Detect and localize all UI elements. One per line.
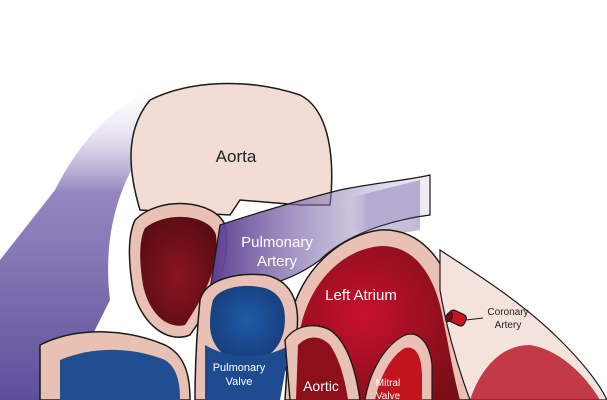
label-aortic-valve: Aortic xyxy=(303,378,339,394)
label-coronary-artery-1: Coronary xyxy=(487,307,528,318)
aortic-root-blood xyxy=(140,216,217,326)
label-pulmonary-artery-2: Artery xyxy=(257,253,298,270)
label-pulmonary-valve-1: Pulmonary xyxy=(213,362,266,374)
coronary-artery-marker xyxy=(445,309,467,327)
right-atrium-blood xyxy=(60,349,180,400)
label-mitral-valve-2: Valve xyxy=(376,391,401,400)
aortic-valve-blood xyxy=(296,337,348,400)
vena-cava-band xyxy=(0,80,190,400)
label-pulmonary-valve-2: Valve xyxy=(226,376,253,388)
label-mitral-valve-1: Mitral xyxy=(376,378,400,389)
pulmonary-vein-band xyxy=(340,180,420,240)
pulmonary-valve-area xyxy=(205,345,290,400)
pulmonary-trunk-blood xyxy=(210,285,285,362)
mitral-valve-blood xyxy=(375,347,422,400)
aorta-wall xyxy=(130,82,333,216)
label-aorta: Aorta xyxy=(216,147,257,166)
label-left-atrium: Left Atrium xyxy=(325,287,397,304)
label-pulmonary-artery-1: Pulmonary xyxy=(241,234,313,251)
coronary-artery-leader xyxy=(465,317,484,321)
heart-inner-red xyxy=(470,345,600,400)
label-coronary-artery-2: Artery xyxy=(495,320,522,331)
